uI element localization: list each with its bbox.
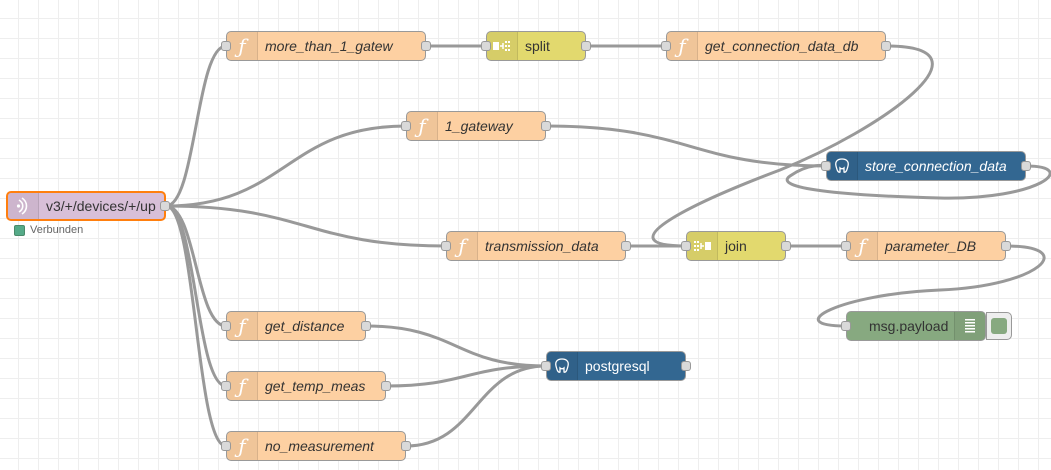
status-text: Verbunden [30,224,84,236]
input-port[interactable] [681,241,691,251]
output-port[interactable] [361,321,371,331]
split-node[interactable]: split [481,31,591,61]
wire [165,204,227,388]
wire [385,364,547,388]
node-label: parameter_DB [885,238,977,254]
status-dot-icon [14,224,25,236]
postgres-node-store-connection-data[interactable]: store_connection_data [821,151,1031,181]
output-port[interactable] [381,381,391,391]
function-icon: ƒ [407,112,438,140]
function-node-get-temp-meas[interactable]: ƒ get_temp_meas [221,371,391,401]
wire [165,204,227,448]
input-port[interactable] [661,41,671,51]
input-port[interactable] [221,41,231,51]
node-label: transmission_data [485,238,599,254]
output-port[interactable] [881,41,891,51]
postgres-icon [547,352,578,380]
node-label: postgresql [585,358,650,374]
wire [545,124,827,168]
output-port[interactable] [1021,161,1031,171]
node-label: get_temp_meas [265,378,366,394]
debug-node-msg-payload[interactable]: msg.payload [841,311,1012,341]
function-node-parameter-db[interactable]: ƒ parameter_DB [841,231,1011,261]
input-port[interactable] [401,121,411,131]
postgres-icon [827,152,858,180]
wire [165,204,227,328]
input-port[interactable] [221,381,231,391]
wire [165,124,407,208]
postgres-node-postgresql[interactable]: postgresql [541,351,691,381]
wire [165,204,447,248]
wire [785,163,1051,200]
node-label: 1_gateway [445,118,513,134]
output-port[interactable] [1001,241,1011,251]
node-label: get_connection_data_db [705,38,859,54]
function-icon: ƒ [227,312,258,340]
node-label: store_connection_data [865,158,1007,174]
debug-toggle-button[interactable] [986,312,1012,340]
function-icon: ƒ [227,32,258,60]
join-node[interactable]: join [681,231,791,261]
debug-list-icon [954,312,985,340]
function-node-no-measurement[interactable]: ƒ no_measurement [221,431,411,461]
node-status: Verbunden [14,224,83,236]
wire [405,364,547,448]
input-port[interactable] [841,321,851,331]
function-node-transmission-data[interactable]: ƒ transmission_data [441,231,631,261]
node-label: get_distance [265,318,345,334]
node-label: no_measurement [265,438,374,454]
node-label: msg.payload [869,318,949,334]
output-port[interactable] [160,201,170,211]
output-port[interactable] [581,41,591,51]
function-node-get-distance[interactable]: ƒ get_distance [221,311,371,341]
wire [365,324,547,368]
function-icon: ƒ [847,232,878,260]
input-port[interactable] [221,441,231,451]
join-icon [687,232,718,260]
function-node-1-gateway[interactable]: ƒ 1_gateway [401,111,551,141]
input-port[interactable] [441,241,451,251]
function-icon: ƒ [227,432,258,460]
input-port[interactable] [821,161,831,171]
output-port[interactable] [681,361,691,371]
function-node-get-connection-data-db[interactable]: ƒ get_connection_data_db [661,31,891,61]
input-port[interactable] [841,241,851,251]
mqtt-icon [8,193,39,219]
input-port[interactable] [481,41,491,51]
split-icon [487,32,518,60]
output-port[interactable] [621,241,631,251]
function-icon: ƒ [667,32,698,60]
input-port[interactable] [221,321,231,331]
input-port[interactable] [541,361,551,371]
wire [816,244,1046,328]
function-icon: ƒ [447,232,478,260]
node-label: more_than_1_gatew [265,38,393,54]
output-port[interactable] [781,241,791,251]
node-label: split [525,38,550,54]
function-node-more-than-1[interactable]: ƒ more_than_1_gatew [221,31,431,61]
node-label: v3/+/devices/+/up [46,198,156,214]
wire [165,44,227,208]
node-label: join [725,238,747,254]
output-port[interactable] [421,41,431,51]
output-port[interactable] [541,121,551,131]
function-icon: ƒ [227,372,258,400]
wire [651,44,934,248]
output-port[interactable] [401,441,411,451]
mqtt-in-node[interactable]: v3/+/devices/+/up [6,191,170,221]
